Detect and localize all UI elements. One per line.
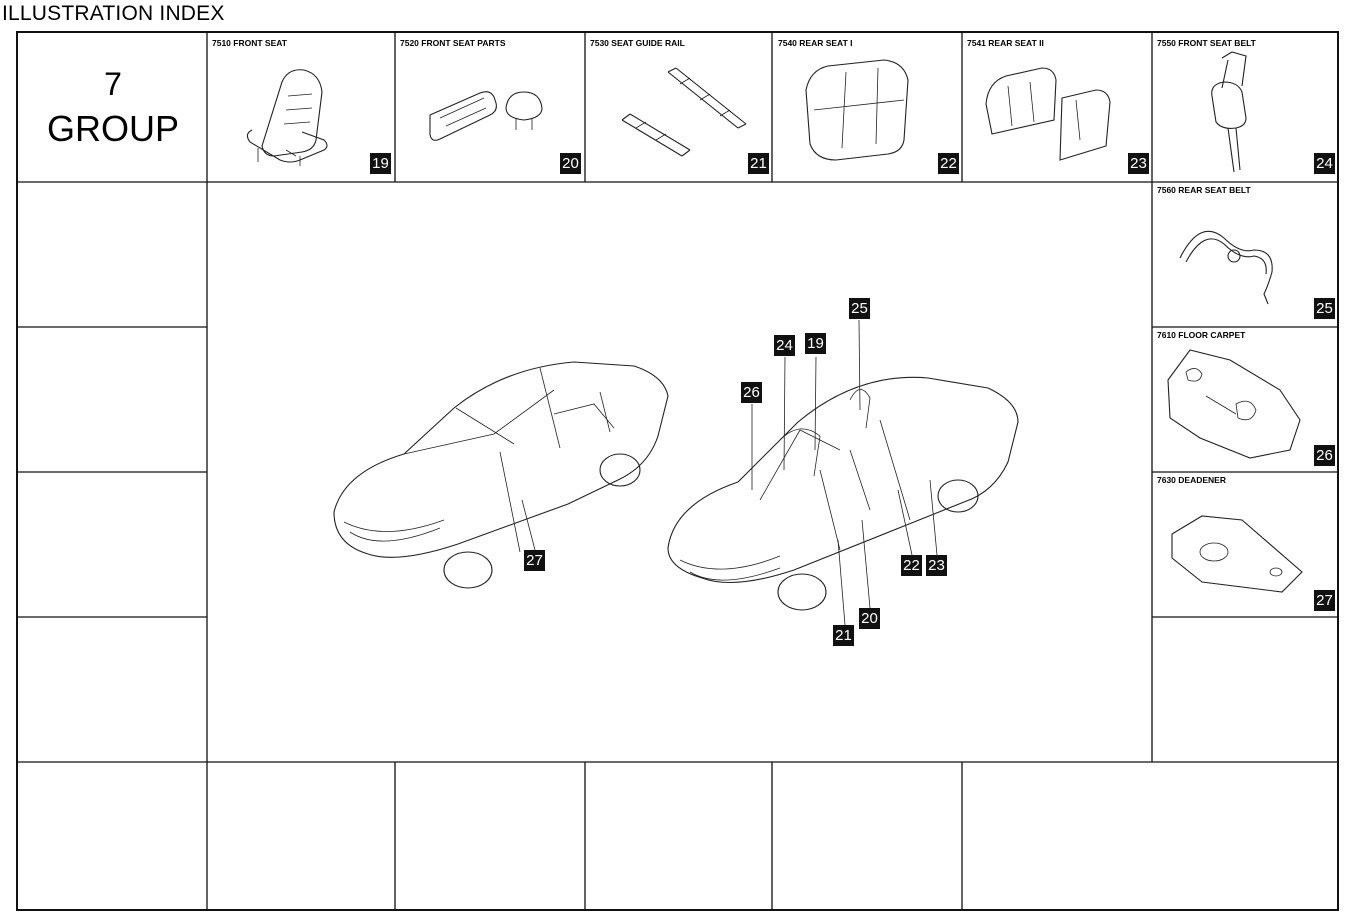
callout-badge-21[interactable]: 21 [833,625,854,646]
front-seat-illustration [246,69,328,166]
front-seat-parts-illustration [429,91,543,141]
page-title: ILLUSTRATION INDEX [2,2,225,25]
page-badge-front-seat[interactable]: 19 [370,153,391,174]
sedan-cutaway-illustration [667,376,1019,611]
page-badge-floor-carpet[interactable]: 26 [1314,445,1335,466]
callout-badge-24[interactable]: 24 [774,335,795,356]
page-badge-rear-seat-1[interactable]: 22 [938,153,959,174]
callout-badge-20[interactable]: 20 [859,608,880,629]
cell-label-floor-carpet: 7610 FLOOR CARPET [1157,330,1246,340]
group-number: 7 [104,66,122,102]
callout-badge-26[interactable]: 26 [741,382,762,403]
sedan-overview-illustration [333,361,669,589]
callout-badge-19[interactable]: 19 [805,333,826,354]
floor-carpet-illustration [1167,349,1301,459]
cell-label-front-seat-belt: 7550 FRONT SEAT BELT [1157,38,1256,48]
page-badge-rear-seat-2[interactable]: 23 [1128,153,1149,174]
cell-label-deadener: 7630 DEADENER [1157,475,1226,485]
deadener-illustration [1171,515,1303,593]
cell-label-rear-seat-2: 7541 REAR SEAT II [967,38,1044,48]
callout-badge-27[interactable]: 27 [524,550,545,571]
cell-label-seat-guide-rail: 7530 SEAT GUIDE RAIL [590,38,685,48]
page-badge-seat-guide-rail[interactable]: 21 [748,153,769,174]
seat-guide-rail-illustration [621,67,747,157]
page-badge-deadener[interactable]: 27 [1314,590,1335,611]
callout-badge-23[interactable]: 23 [926,555,947,576]
rear-seat-belt-illustration [1179,230,1273,305]
callout-badge-25[interactable]: 25 [849,298,870,319]
page-badge-rear-seat-belt[interactable]: 25 [1314,298,1335,319]
cell-label-front-seat-parts: 7520 FRONT SEAT PARTS [400,38,506,48]
rear-seat-1-illustration [805,59,909,161]
front-seat-belt-illustration [1211,51,1247,173]
cell-label-front-seat: 7510 FRONT SEAT [212,38,287,48]
page-badge-front-seat-belt[interactable]: 24 [1314,153,1335,174]
cell-label-rear-seat-belt: 7560 REAR SEAT BELT [1157,185,1251,195]
rear-seat-2-illustration [985,67,1111,161]
page-badge-front-seat-parts[interactable]: 20 [560,153,581,174]
callout-badge-22[interactable]: 22 [901,555,922,576]
cell-label-rear-seat-1: 7540 REAR SEAT I [778,38,853,48]
group-label: GROUP [46,108,179,149]
